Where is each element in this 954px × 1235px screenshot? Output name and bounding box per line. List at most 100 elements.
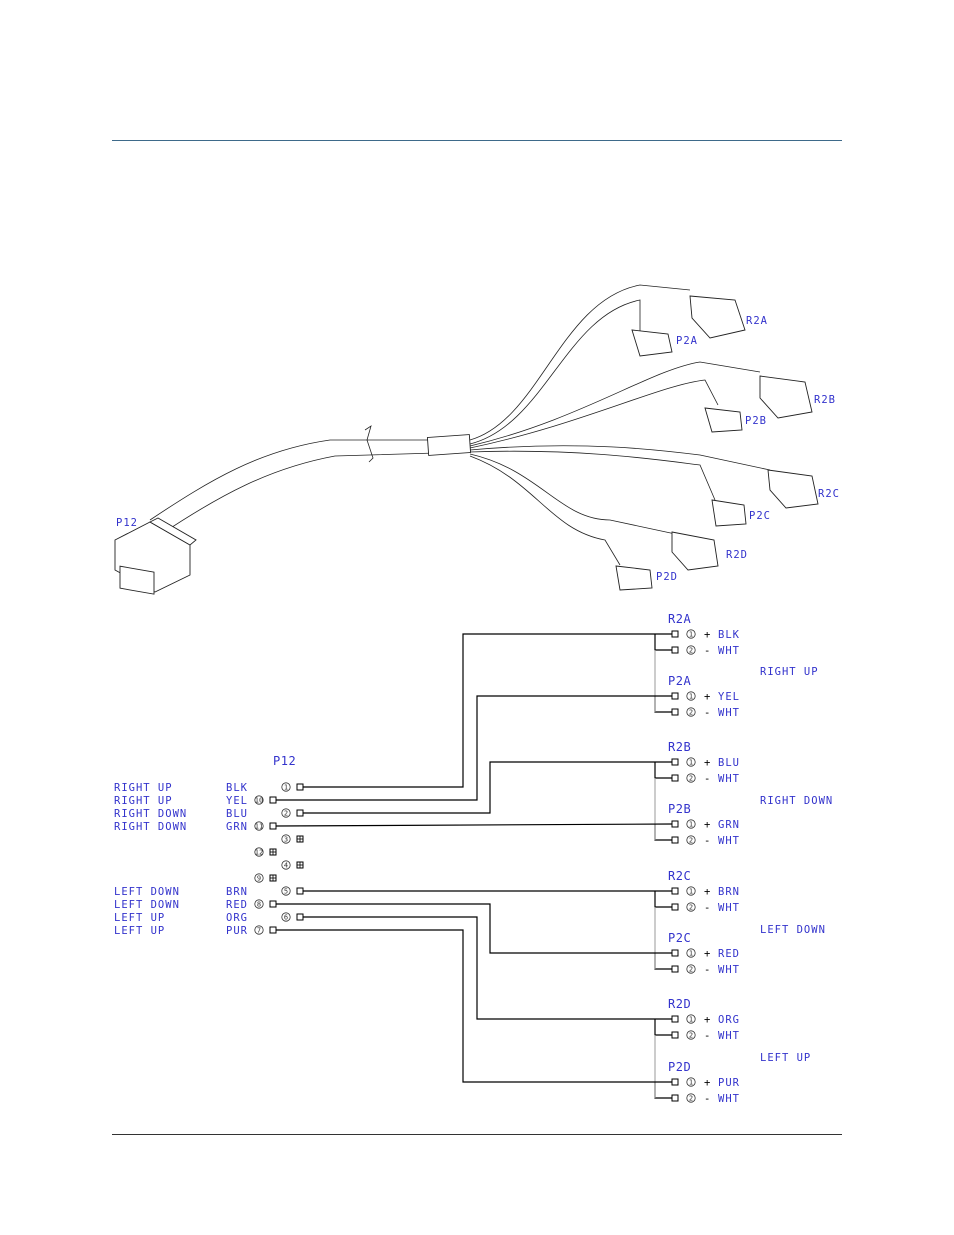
pin-wire-color: WHT — [718, 1093, 740, 1105]
p12-function-label: RIGHT UP — [114, 795, 173, 807]
pin-wire-color: BRN — [718, 886, 740, 898]
p12-pin-number: 5 — [284, 888, 288, 896]
connector-pin-number: 2 — [689, 775, 693, 783]
connector-pin-number: 2 — [689, 837, 693, 845]
p12-wire-color: BLK — [226, 782, 248, 794]
p12-terminal — [296, 913, 304, 921]
connector-pin-circle — [686, 948, 696, 958]
connector-pin-number: 2 — [689, 966, 693, 974]
signal-wire — [276, 695, 672, 801]
p12-pin-number: 9 — [257, 875, 261, 883]
pin-wire-color: ORG — [718, 1014, 740, 1026]
pin-wire-color: BLK — [718, 629, 740, 641]
group-label: LEFT DOWN — [760, 924, 826, 936]
connector-terminal — [671, 1094, 679, 1102]
connector-pin-circle — [686, 1014, 696, 1024]
connector-name: P2D — [668, 1060, 691, 1074]
signal-wire — [275, 823, 673, 827]
connector-pin-number: 1 — [689, 631, 693, 639]
r2d-connector-drawing — [671, 531, 719, 571]
top-rule — [112, 140, 842, 141]
bottom-rule — [112, 1134, 842, 1135]
p12-wire-color: YEL — [226, 795, 248, 807]
connector-pin-number: 1 — [689, 759, 693, 767]
connector-pin-circle — [686, 835, 696, 845]
p12-terminal — [296, 783, 304, 791]
connector-pin-circle — [686, 1030, 696, 1040]
ground-jumper — [654, 634, 672, 651]
p12-function-label: LEFT DOWN — [114, 886, 180, 898]
p12-pin-circle — [254, 873, 264, 883]
group-label: LEFT UP — [760, 1052, 811, 1064]
connector-pin-circle — [686, 964, 696, 974]
p12-terminal — [269, 822, 277, 830]
pin-sign: + — [704, 819, 711, 831]
pin-sign: - — [704, 1093, 711, 1105]
p12-pin-circle — [254, 821, 264, 831]
connector-pin-number: 2 — [689, 1095, 693, 1103]
pin-wire-color: PUR — [718, 1077, 740, 1089]
p12-pin-number: 2 — [284, 810, 288, 818]
pin-wire-color: WHT — [718, 964, 740, 976]
signal-wire — [303, 761, 672, 814]
p12-terminal — [296, 809, 304, 817]
connector-terminal — [671, 1015, 679, 1023]
connector-terminal — [671, 630, 679, 638]
r2c-connector-drawing — [767, 469, 819, 509]
connector-name: R2C — [668, 869, 691, 883]
pin-wire-color: WHT — [718, 835, 740, 847]
connector-terminal — [671, 903, 679, 911]
drawing-label-p2a: P2A — [676, 335, 698, 347]
drawing-label-r2c: R2C — [818, 488, 840, 500]
pin-wire-color: WHT — [718, 773, 740, 785]
pin-sign: + — [704, 629, 711, 641]
p2d-connector-drawing — [615, 565, 653, 591]
connector-pin-number: 2 — [689, 647, 693, 655]
p12-wire-color: PUR — [226, 925, 248, 937]
p12-pin-number: 7 — [257, 927, 261, 935]
signal-wire — [276, 903, 672, 954]
p12-function-label: LEFT UP — [114, 912, 165, 924]
r2b-connector-drawing — [759, 375, 813, 419]
pin-sign: + — [704, 948, 711, 960]
p12-pin-number: 3 — [284, 836, 288, 844]
connector-terminal — [671, 708, 679, 716]
drawing-label-r2a: R2A — [746, 315, 768, 327]
ground-jumper — [654, 1019, 672, 1036]
p12-pin-number: 10 — [255, 797, 263, 805]
ground-jumper — [654, 824, 672, 841]
drawing-label-p2b: P2B — [745, 415, 767, 427]
pin-sign: - — [704, 835, 711, 847]
pin-sign: + — [704, 886, 711, 898]
connector-pin-number: 1 — [689, 1079, 693, 1087]
p12-pin-circle — [281, 912, 291, 922]
ground-jumper — [654, 762, 672, 779]
drawing-label-r2b: R2B — [814, 394, 836, 406]
p12-pin-circle — [254, 795, 264, 805]
connector-pin-circle — [686, 1093, 696, 1103]
connector-terminal — [671, 774, 679, 782]
connector-name: P2A — [668, 674, 691, 688]
p12-terminal — [269, 926, 277, 934]
p12-pin-circle — [281, 808, 291, 818]
connector-pin-circle — [686, 773, 696, 783]
p12-pin-number: 6 — [284, 914, 288, 922]
pin-sign: + — [704, 1077, 711, 1089]
drawing-label-p2c: P2C — [749, 510, 771, 522]
p12-pin-number: 11 — [255, 823, 263, 831]
connector-pin-number: 1 — [689, 1016, 693, 1024]
pin-sign: - — [704, 707, 711, 719]
pin-sign: + — [704, 757, 711, 769]
group-label: RIGHT DOWN — [760, 795, 833, 807]
connector-terminal — [671, 1031, 679, 1039]
pin-wire-color: RED — [718, 948, 740, 960]
p12-pin-circle — [254, 925, 264, 935]
p12-pin-circle — [281, 886, 291, 896]
p12-pin-circle — [281, 834, 291, 844]
connector-pin-circle — [686, 645, 696, 655]
connector-pin-number: 1 — [689, 888, 693, 896]
connector-terminal — [671, 820, 679, 828]
p12-terminal — [269, 796, 277, 804]
p2b-connector-drawing — [704, 407, 743, 433]
p12-function-label: RIGHT UP — [114, 782, 173, 794]
